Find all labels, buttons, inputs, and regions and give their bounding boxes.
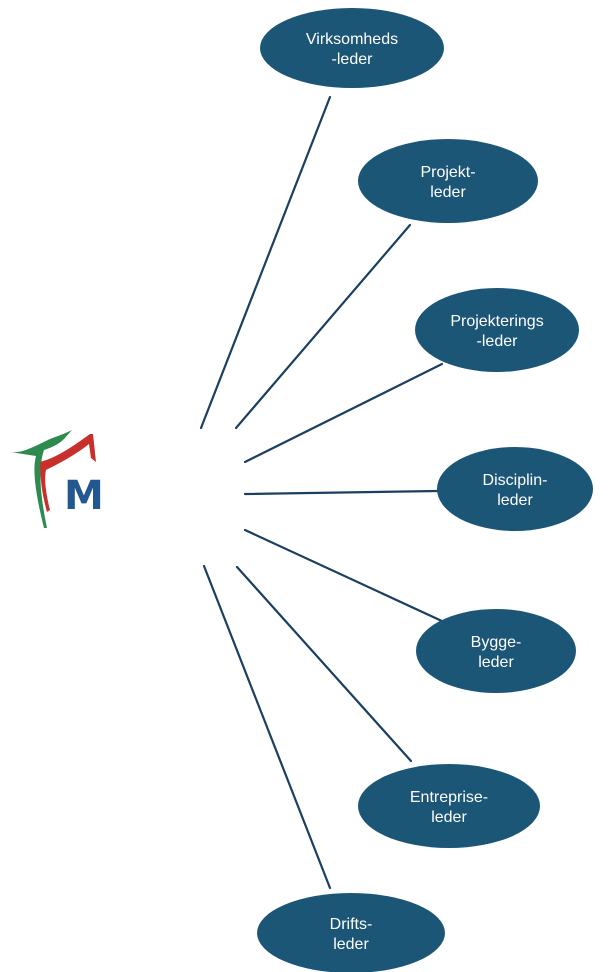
node-label-entrepriseleder-1: Entreprise- xyxy=(410,789,488,806)
node-projektleder: Projekt-leder xyxy=(358,139,538,223)
node-label-projekteringsleder-2: -leder xyxy=(477,333,519,350)
connector-driftsleder xyxy=(202,564,332,890)
node-label-projekteringsleder-1: Projekterings xyxy=(450,313,543,330)
node-ellipse-entrepriseleder xyxy=(358,764,540,848)
node-driftsleder: Drifts-leder xyxy=(257,893,445,972)
node-byggeleder: Bygge-leder xyxy=(416,609,576,693)
connector-projekteringsleder xyxy=(243,362,444,464)
node-projekteringsleder: Projekterings -leder xyxy=(415,288,579,372)
node-ellipse-virksomhedsleder xyxy=(260,8,444,88)
node-label-virksomhedsleder-1: Virksomheds xyxy=(306,31,398,48)
node-label-driftsleder-2: leder xyxy=(333,936,369,953)
node-label-projektleder-1: Projekt- xyxy=(420,164,475,181)
node-ellipse-projekteringsleder xyxy=(415,288,579,372)
logo-red-swoosh xyxy=(40,434,96,512)
connector-entrepriseleder xyxy=(235,565,413,763)
node-label-virksomhedsleder-2: -leder xyxy=(332,51,374,68)
node-virksomhedsleder: Virksomheds -leder xyxy=(260,8,444,88)
logo-green-swoosh xyxy=(10,430,72,528)
nodes: Virksomheds-lederProjekt-lederProjekteri… xyxy=(257,8,593,972)
connector-disciplinleder xyxy=(243,489,440,496)
connector-byggeleder xyxy=(243,528,446,624)
node-label-entrepriseleder-2: leder xyxy=(431,809,467,826)
connector-projektleder xyxy=(234,223,412,430)
node-label-disciplinleder-2: leder xyxy=(497,492,533,509)
node-label-byggeleder-1: Bygge- xyxy=(471,634,522,651)
node-label-driftsleder-1: Drifts- xyxy=(330,916,373,933)
node-ellipse-projektleder xyxy=(358,139,538,223)
node-ellipse-byggeleder xyxy=(416,609,576,693)
node-label-projektleder-2: leder xyxy=(430,184,466,201)
node-label-disciplinleder-1: Disciplin- xyxy=(483,472,548,489)
node-ellipse-driftsleder xyxy=(257,893,445,972)
m-logo: M xyxy=(10,430,104,528)
logo-letter: M xyxy=(64,473,104,519)
connector-virksomhedsleder xyxy=(199,95,332,430)
node-entrepriseleder: Entreprise-leder xyxy=(358,764,540,848)
node-disciplinleder: Disciplin-leder xyxy=(437,447,593,531)
connectors xyxy=(199,95,446,890)
node-label-byggeleder-2: leder xyxy=(478,654,514,671)
node-ellipse-disciplinleder xyxy=(437,447,593,531)
